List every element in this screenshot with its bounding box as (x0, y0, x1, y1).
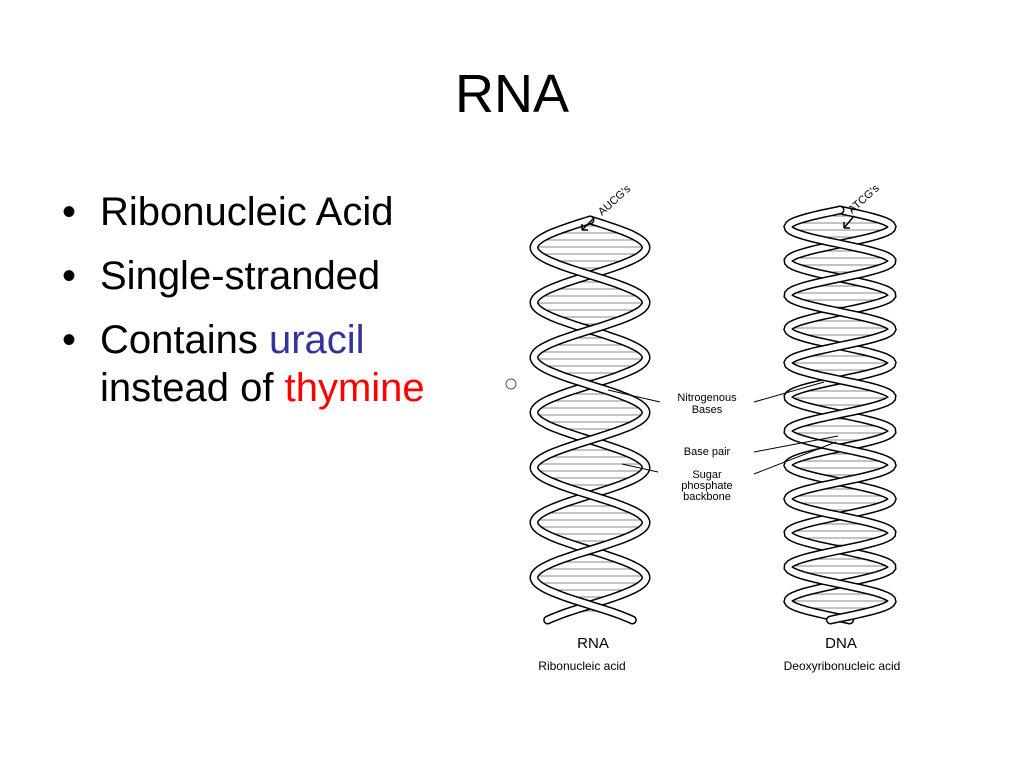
bullet-text-middle: instead of (100, 366, 285, 410)
rna-strand-fill (530, 217, 650, 623)
bullet-item: • Contains uracil instead of thymine (62, 316, 502, 412)
callout-line-bases-rna (607, 389, 661, 403)
callout-line-sugar-dna (753, 441, 837, 475)
rna-label: RNA (577, 635, 609, 652)
bullet-accent-thymine: thymine (284, 366, 425, 410)
callout-phosphate: phosphate (681, 480, 732, 492)
bullet-glyph: • (62, 318, 77, 362)
rna-sublabel: Ribonucleic acid (538, 659, 625, 673)
dna-label: DNA (825, 635, 857, 652)
helix-figure: AUCG's ATCG's Nitrogenous Bases Base pai… (505, 182, 901, 673)
callout-line-sugar-rna (621, 463, 659, 473)
callout-sugar: Sugar (692, 469, 722, 481)
dna-helix (783, 205, 897, 625)
bullet-accent-uracil: uracil (268, 318, 365, 362)
bullet-text: Ribonucleic Acid (100, 190, 394, 234)
callout-base-pair: Base pair (684, 446, 731, 458)
bullet-item: • Ribonucleic Acid (62, 188, 502, 236)
bullet-list: • Ribonucleic Acid • Single-stranded • C… (62, 188, 502, 428)
dna-strand-fill (784, 207, 896, 623)
rna-top-arrow (581, 217, 595, 231)
bullet-item: • Single-stranded (62, 252, 502, 300)
dna-top-arrow-head (843, 222, 850, 229)
bullet-text-prefix: Contains (100, 318, 269, 362)
callout-bases: Bases (692, 404, 723, 416)
slide-title: RNA (454, 64, 569, 124)
dna-top-arrow (843, 215, 855, 229)
rna-helix (529, 215, 651, 625)
small-circle-mark (505, 378, 517, 390)
bullet-glyph: • (62, 254, 77, 298)
rna-top-label: AUCG's (596, 183, 634, 219)
bullet-text: Single-stranded (100, 254, 381, 298)
rna-top-arrow-head (581, 224, 588, 231)
rna-strand-fill (530, 217, 650, 623)
callout-backbone: backbone (683, 491, 731, 503)
callout-line-bases-dna (753, 381, 825, 403)
callout-lines (607, 381, 839, 475)
callout-nitrogenous: Nitrogenous (677, 392, 737, 404)
callout-line-basepair (753, 435, 839, 453)
dna-sublabel: Deoxyribonucleic acid (784, 659, 901, 673)
bullet-glyph: • (62, 190, 77, 234)
